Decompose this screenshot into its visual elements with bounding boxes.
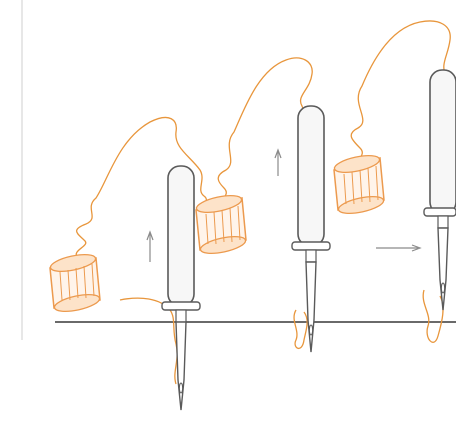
stage-2	[195, 58, 330, 352]
thread-1-loop	[120, 298, 177, 384]
needle-2	[292, 106, 330, 352]
needle-3	[424, 70, 456, 310]
spool-1	[49, 251, 101, 314]
spool-3	[333, 152, 385, 216]
spool-2	[195, 192, 247, 256]
thread-2-loop	[294, 310, 307, 348]
thread-3-loop	[423, 290, 443, 342]
stage-1	[49, 117, 212, 410]
needle-1	[162, 166, 200, 410]
stage-3	[333, 21, 456, 342]
